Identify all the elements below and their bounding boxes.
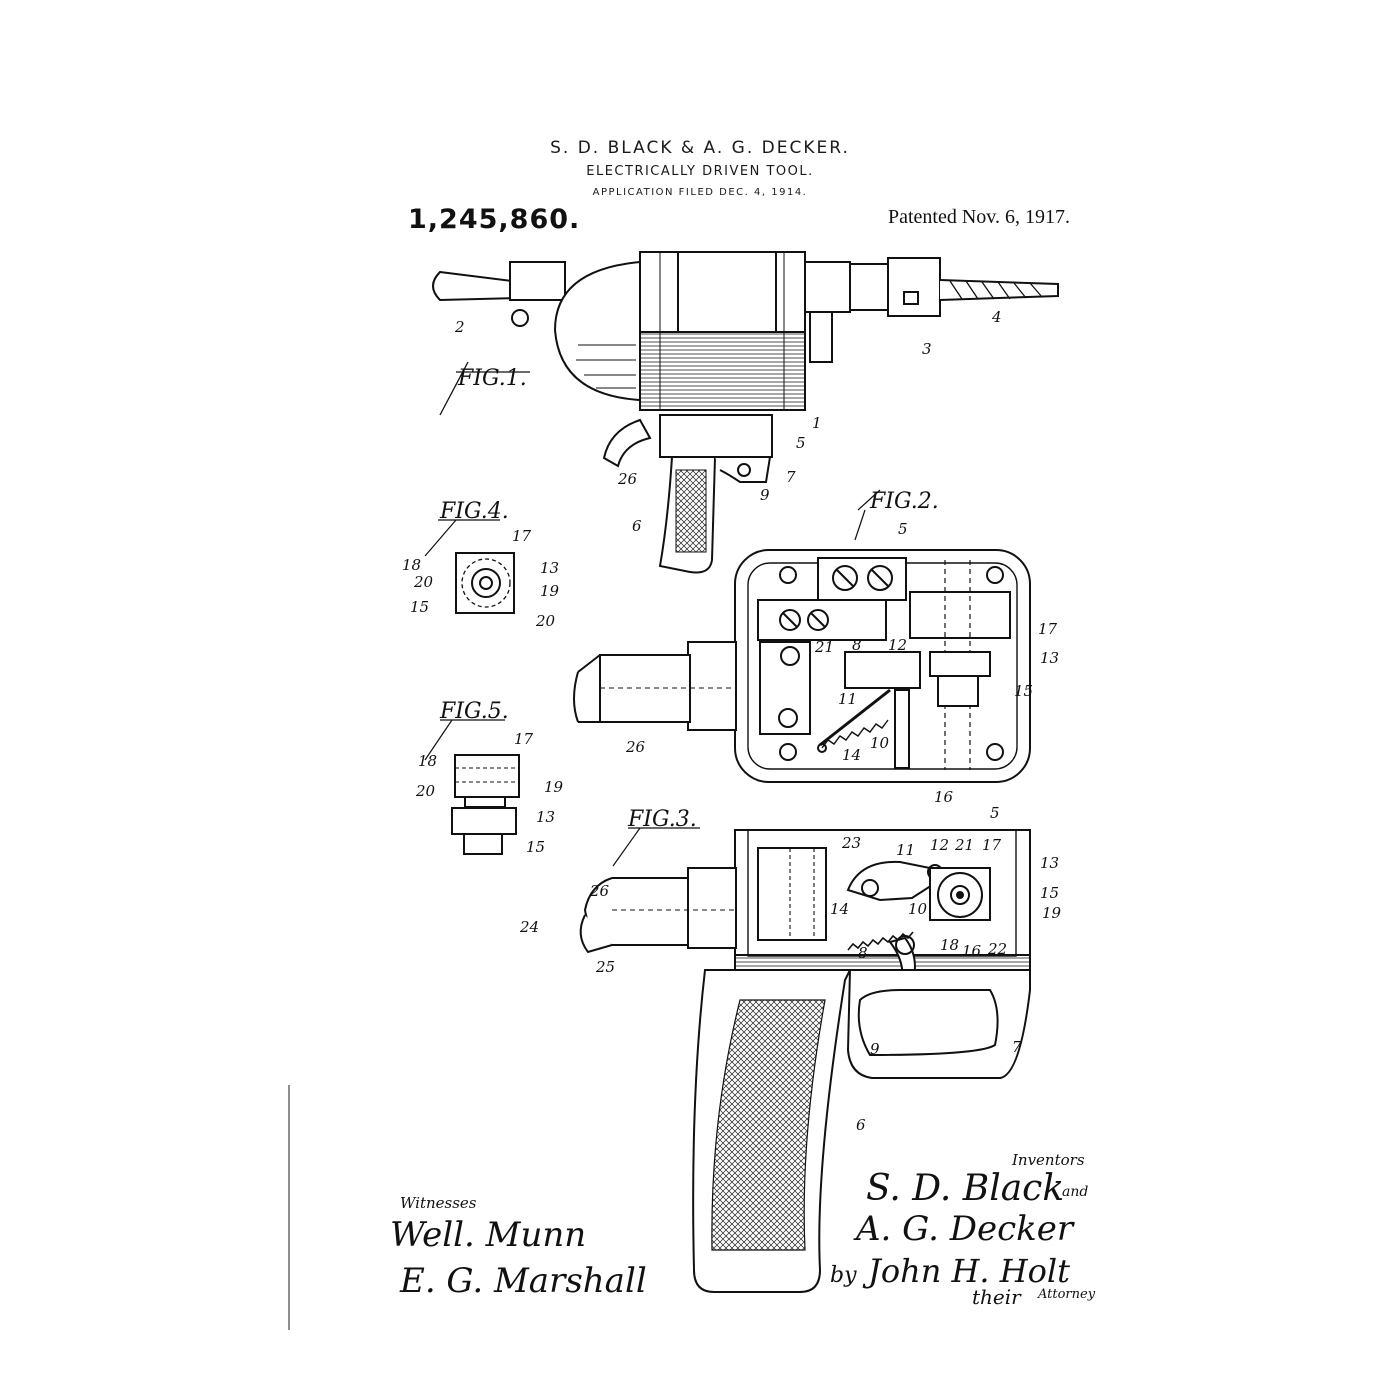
inventors-header: S. D. BLACK & A. G. DECKER.	[550, 138, 850, 158]
fig1-drill-side-view	[432, 251, 1059, 574]
fig2-reference-numerals: 5 21 8 12 17 13 11 15 26 14 10 16	[625, 520, 1059, 806]
fig2-ref: 12	[888, 636, 907, 654]
fig3-ref: 10	[908, 900, 928, 918]
fig3-ref: 9	[870, 1040, 880, 1058]
fig4-ref: 15	[410, 598, 429, 616]
fig4-ref: 19	[540, 582, 560, 600]
fig5-side-view	[424, 719, 520, 855]
patent-title: ELECTRICALLY DRIVEN TOOL.	[586, 164, 814, 179]
fig2-ref: 17	[1038, 620, 1058, 638]
fig3-ref: 13	[1040, 854, 1059, 872]
fig2-ref: 8	[852, 636, 862, 654]
fig3-ref: 11	[896, 841, 915, 859]
fig2-ref: 26	[625, 738, 646, 756]
attorney-label: Attorney	[1037, 1287, 1096, 1302]
fig2-ref: 13	[1040, 649, 1059, 667]
fig5-ref: 13	[536, 808, 555, 826]
fig1-ref: 7	[786, 468, 796, 486]
fig4-end-view	[424, 519, 515, 614]
fig3-ref: 12	[930, 836, 949, 854]
fig1-ref: 5	[796, 434, 806, 452]
fig3-ref: 22	[987, 940, 1007, 958]
signature-block: Witnesses Well. Munn E. G. Marshall Inve…	[390, 1151, 1096, 1309]
witnesses-label: Witnesses	[400, 1194, 477, 1212]
fig5-ref: 18	[418, 752, 437, 770]
inventor-signature-2: A. G. Decker	[853, 1209, 1075, 1249]
fig3-ref: 25	[595, 958, 615, 976]
fig3-reference-numerals: 5 23 11 12 21 17 13 15 19 26 14 10 24 25…	[519, 804, 1062, 1134]
fig4-ref: 13	[540, 559, 559, 577]
fig3-ref: 18	[940, 936, 959, 954]
fig3-ref: 8	[858, 944, 868, 962]
fig5-ref: 19	[544, 778, 564, 796]
fig5-ref: 15	[526, 838, 545, 856]
fig4-label: FIG.4.	[439, 499, 509, 524]
by-text: by	[830, 1263, 857, 1288]
fig3-ref: 7	[1012, 1038, 1022, 1056]
fig3-ref: 17	[982, 836, 1002, 854]
fig1-ref: 2	[454, 318, 465, 336]
witness-signature-1: Well. Munn	[390, 1215, 586, 1255]
fig1-ref: 6	[632, 517, 642, 535]
inventors-label: Inventors	[1011, 1151, 1085, 1169]
fig3-label: FIG.3.	[627, 807, 697, 832]
fig2-ref: 14	[842, 746, 861, 764]
fig3-ref: 21	[954, 836, 974, 854]
fig1-ref: 9	[760, 486, 770, 504]
fig3-ref: 5	[990, 804, 1000, 822]
fig2-ref: 21	[814, 638, 834, 656]
fig3-side-section	[579, 827, 1031, 1293]
fig2-ref: 5	[898, 520, 908, 538]
fig2-label: FIG.2.	[869, 489, 939, 514]
fig3-ref: 26	[589, 882, 610, 900]
fig5-ref: 17	[514, 730, 534, 748]
fig1-label: FIG.1.	[457, 366, 527, 391]
patent-number: 1,245,860.	[408, 204, 581, 235]
fig3-ref: 14	[830, 900, 849, 918]
fig4-ref: 17	[512, 527, 532, 545]
fig1-ref: 1	[812, 414, 822, 432]
fig1-reference-numerals: 2 3 4 1 5 7 26 9 6	[454, 308, 1002, 535]
fig4-ref: 20	[413, 573, 434, 591]
fig2-ref: 11	[838, 690, 857, 708]
fig3-ref: 24	[519, 918, 539, 936]
fig3-ref: 16	[962, 942, 982, 960]
attorney-signature: John H. Holt	[862, 1252, 1070, 1290]
fig3-ref: 6	[856, 1116, 866, 1134]
fig2-ref: 10	[870, 734, 890, 752]
fig2-switch-box-top-view	[573, 489, 1031, 783]
fig4-ref: 18	[402, 556, 421, 574]
fig4-reference-numerals: 17 18 13 20 19 15 20	[402, 527, 560, 630]
fig5-reference-numerals: 17 18 19 20 13 15	[415, 730, 564, 856]
fig1-ref: 4	[991, 308, 1002, 326]
fig1-ref: 3	[922, 340, 932, 358]
filing-date: APPLICATION FILED DEC. 4, 1914.	[592, 187, 808, 198]
fig2-ref: 16	[934, 788, 954, 806]
fig3-ref: 19	[1042, 904, 1062, 922]
fig2-ref: 15	[1014, 682, 1033, 700]
patent-date: Patented Nov. 6, 1917.	[888, 206, 1071, 228]
fig1-ref: 26	[617, 470, 638, 488]
fig5-label: FIG.5.	[439, 699, 509, 724]
fig4-ref: 20	[535, 612, 556, 630]
fig5-ref: 20	[415, 782, 436, 800]
fig3-ref: 23	[841, 834, 861, 852]
witness-signature-2: E. G. Marshall	[399, 1261, 647, 1301]
fig3-ref: 15	[1040, 884, 1059, 902]
inventor-signature-1: S. D. Black	[866, 1168, 1064, 1209]
their-text: their	[972, 1285, 1022, 1309]
and-text: and	[1062, 1184, 1088, 1200]
